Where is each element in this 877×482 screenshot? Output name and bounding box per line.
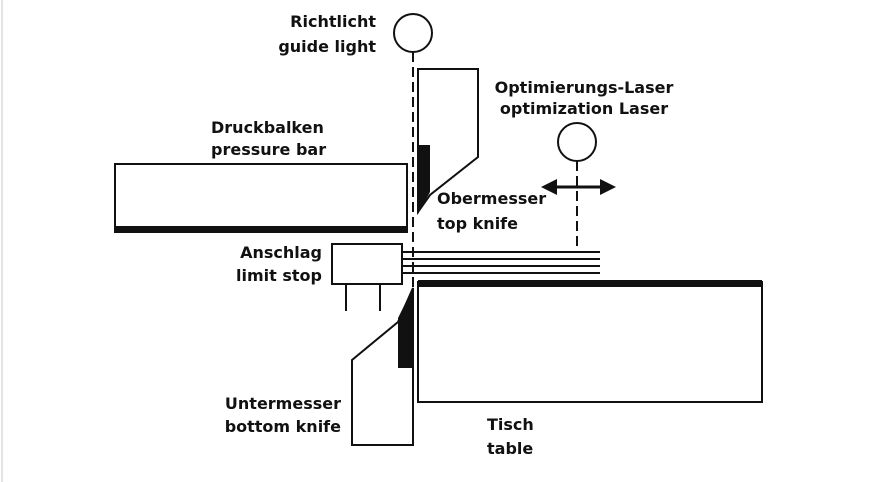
label-limit-stop-en: limit stop bbox=[236, 266, 322, 285]
label-table-en: table bbox=[487, 439, 533, 458]
label-pressure-bar-en: pressure bar bbox=[211, 140, 326, 159]
bottom-knife-blade bbox=[398, 288, 413, 368]
label-guide-light-en: guide light bbox=[278, 37, 376, 56]
pressure-bar-underside bbox=[115, 226, 407, 233]
label-optimization-laser-de: Optimierungs-Laser bbox=[495, 78, 674, 97]
table bbox=[417, 281, 763, 403]
label-limit-stop-de: Anschlag bbox=[240, 243, 322, 262]
label-bottom-knife-de: Untermesser bbox=[225, 394, 341, 413]
pressure-bar bbox=[114, 163, 408, 233]
label-guide-light-de: Richtlicht bbox=[290, 12, 376, 31]
guide-light-lamp bbox=[393, 13, 433, 53]
table-top-surface bbox=[418, 280, 762, 287]
label-top-knife-en: top knife bbox=[437, 214, 518, 233]
limit-stop bbox=[331, 243, 403, 285]
label-bottom-knife-en: bottom knife bbox=[225, 417, 341, 436]
label-top-knife-de: Obermesser bbox=[437, 189, 546, 208]
optimization-laser-lamp bbox=[557, 122, 597, 162]
label-optimization-laser-en: optimization Laser bbox=[500, 99, 668, 118]
top-knife-blade bbox=[418, 145, 430, 214]
laser-move-arrow-right-icon bbox=[600, 179, 616, 195]
label-table-de: Tisch bbox=[487, 415, 534, 434]
laser-move-arrow-left-icon bbox=[541, 179, 557, 195]
label-pressure-bar-de: Druckbalken bbox=[211, 118, 324, 137]
